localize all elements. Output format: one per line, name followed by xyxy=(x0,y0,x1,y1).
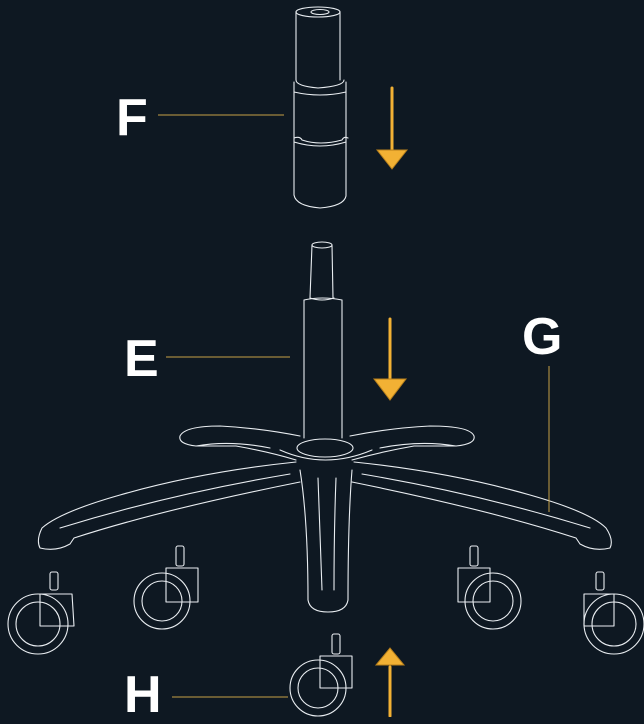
label-part-f: F xyxy=(116,89,148,147)
arrow-down-e-icon xyxy=(372,317,408,401)
gas-cylinder-e xyxy=(303,241,343,439)
label-part-h: H xyxy=(124,666,162,724)
caster-far-right xyxy=(583,571,644,655)
chair-base-g xyxy=(37,425,612,613)
label-part-e: E xyxy=(124,330,159,388)
caster-left xyxy=(133,545,199,630)
caster-right xyxy=(457,545,522,630)
gas-lift-sleeve-f xyxy=(293,6,349,209)
arrow-down-f-icon xyxy=(375,86,409,170)
arrow-up-h-icon xyxy=(374,647,406,717)
caster-far-left xyxy=(7,571,75,655)
label-part-g: G xyxy=(522,308,563,366)
caster-h xyxy=(289,633,353,717)
